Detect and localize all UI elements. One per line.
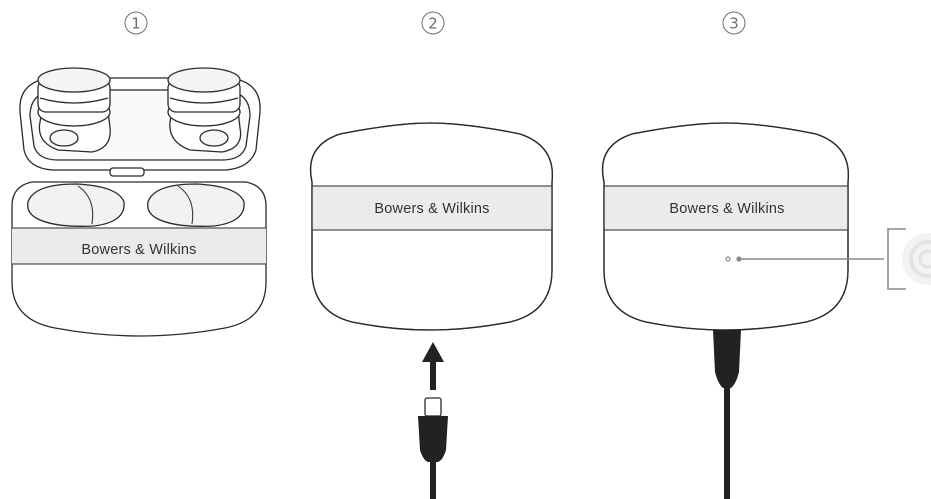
led-callout — [736, 228, 906, 290]
right-earbud — [167, 67, 242, 153]
case-1-brand-band — [12, 227, 266, 265]
step-2-number: 2 — [421, 11, 445, 35]
case-1-brand-text: Bowers & Wilkins — [81, 242, 196, 258]
case-3-brand-text: Bowers & Wilkins — [669, 201, 784, 217]
led-indicator-icon — [725, 256, 731, 262]
usb-c-cable-plugged — [713, 330, 741, 499]
upload-arrow-icon — [422, 342, 444, 390]
case-3-brand-band — [602, 185, 849, 231]
case-hinge — [109, 167, 145, 177]
left-cavity — [27, 183, 125, 227]
closed-case-3 — [601, 122, 850, 331]
usb-c-connector-icon — [418, 397, 448, 499]
step-1-number: 1 — [124, 11, 148, 35]
step-1-number-circle — [124, 11, 148, 35]
left-earbud — [37, 67, 111, 153]
step-3-number-text: 3 — [729, 15, 739, 33]
open-case-with-earbuds — [11, 67, 267, 337]
step-3-number-circle — [722, 11, 746, 35]
case-2-brand-text: Bowers & Wilkins — [374, 201, 489, 217]
step-1-number-text: 1 — [131, 15, 141, 33]
closed-case-2 — [309, 122, 554, 331]
step-2-number-circle — [421, 11, 445, 35]
right-cavity — [147, 183, 245, 227]
step-2-number-text: 2 — [428, 15, 438, 33]
step-3-number: 3 — [722, 11, 746, 35]
led-glow-icon — [902, 233, 931, 285]
case-2-brand-band — [310, 185, 553, 231]
